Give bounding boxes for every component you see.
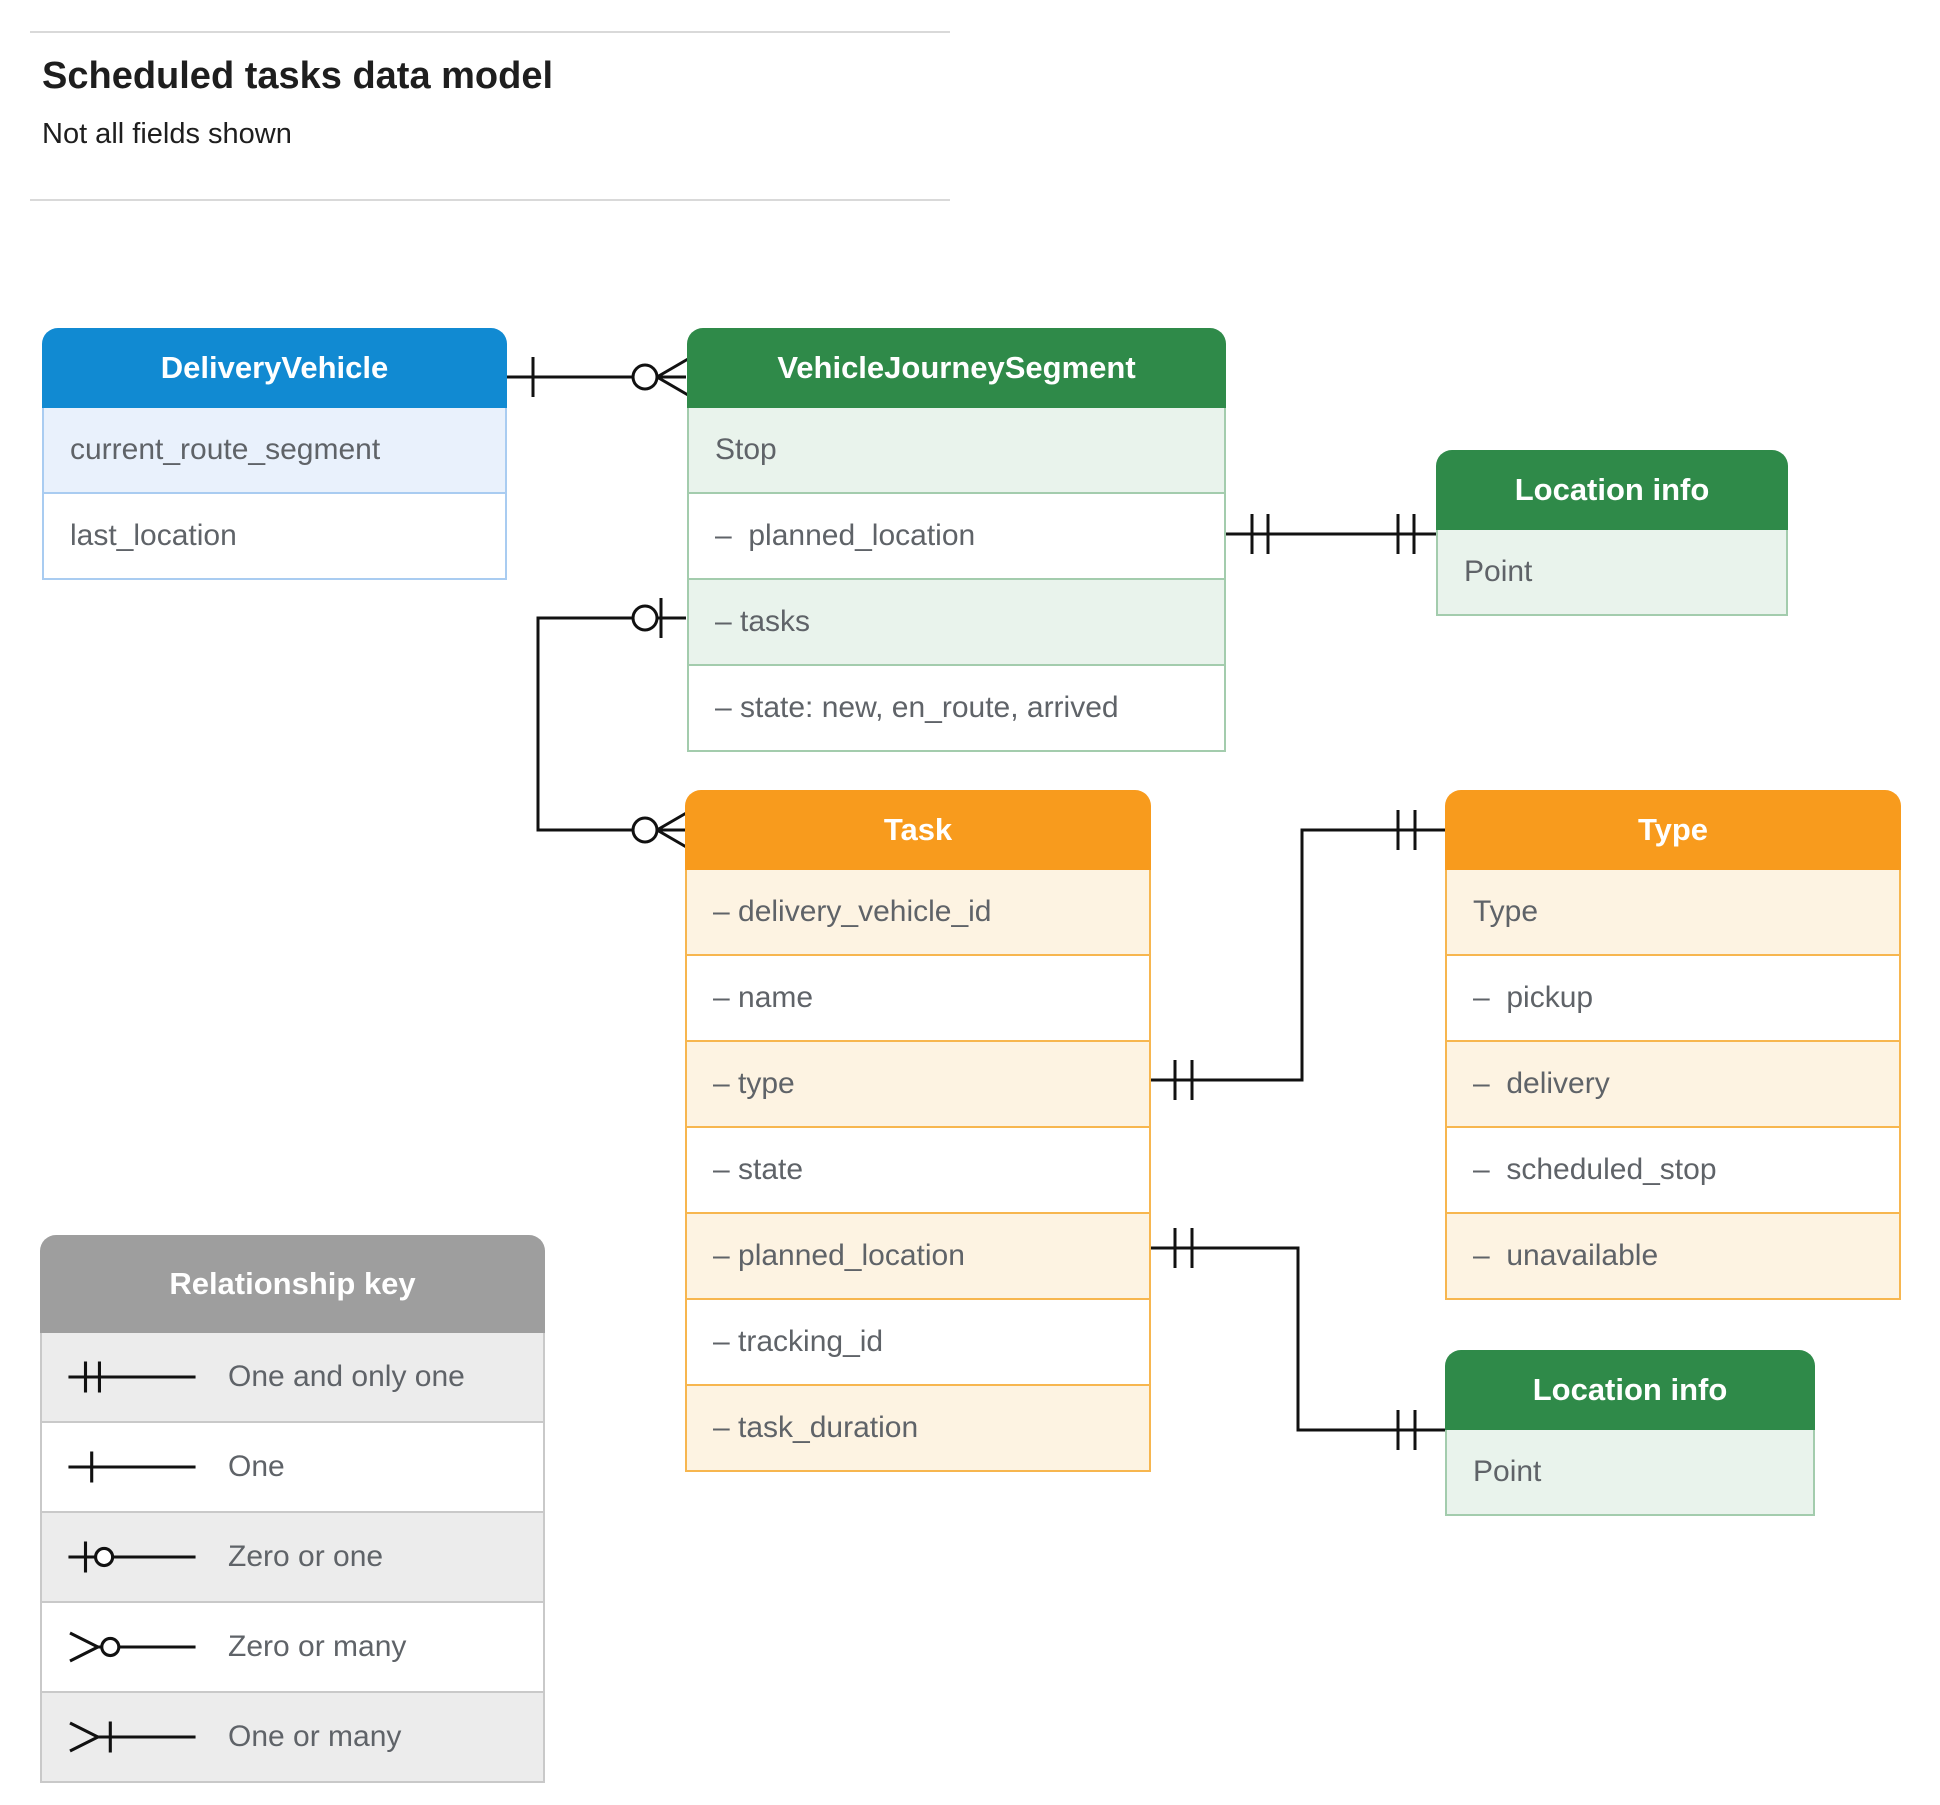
zero-or-many-symbol bbox=[69, 1631, 196, 1663]
entity-vehicle-journey-segment: VehicleJourneySegment Stop – planned_loc… bbox=[687, 328, 1226, 752]
entity-header-task: Task bbox=[685, 790, 1151, 870]
field-planned-location: – planned_location bbox=[689, 492, 1224, 578]
field-point-top: Point bbox=[1438, 530, 1786, 614]
legend-item-one: One bbox=[42, 1421, 543, 1511]
field-pickup: – pickup bbox=[1447, 954, 1899, 1040]
field-task-duration: – task_duration bbox=[687, 1384, 1149, 1470]
field-point-bottom: Point bbox=[1447, 1430, 1813, 1514]
entity-type: Type Type – pickup – delivery – schedule… bbox=[1445, 790, 1901, 1300]
legend-label: One or many bbox=[228, 1720, 402, 1753]
relationship-key-header: Relationship key bbox=[40, 1235, 545, 1333]
relationship-key: Relationship key One and only one One bbox=[40, 1235, 545, 1783]
one-symbol bbox=[68, 1451, 196, 1483]
entity-header-location-info-top: Location info bbox=[1436, 450, 1788, 530]
field-task-state: – state bbox=[687, 1126, 1149, 1212]
field-type-label: Type bbox=[1447, 870, 1899, 954]
one-and-only-one-symbol bbox=[68, 1361, 196, 1393]
field-tracking-id: – tracking_id bbox=[687, 1298, 1149, 1384]
field-task-planned-location: – planned_location bbox=[687, 1212, 1149, 1298]
field-delivery: – delivery bbox=[1447, 1040, 1899, 1126]
field-type: – type bbox=[687, 1040, 1149, 1126]
divider-bottom bbox=[30, 199, 950, 201]
connector-task-plannedlocation-locationinfo bbox=[1151, 1228, 1445, 1450]
entity-location-info-bottom: Location info Point bbox=[1445, 1350, 1815, 1516]
legend-label: Zero or one bbox=[228, 1540, 384, 1573]
connector-deliveryvehicle-vehiclejourneysegment bbox=[507, 357, 689, 397]
field-last-location: last_location bbox=[44, 492, 505, 578]
one-or-many-symbol bbox=[69, 1721, 196, 1753]
field-current-route-segment: current_route_segment bbox=[44, 408, 505, 492]
field-tasks: – tasks bbox=[689, 578, 1224, 664]
field-delivery-vehicle-id: – delivery_vehicle_id bbox=[687, 870, 1149, 954]
field-name: – name bbox=[687, 954, 1149, 1040]
legend-label: One and only one bbox=[228, 1360, 465, 1393]
page-subtitle: Not all fields shown bbox=[42, 118, 292, 150]
entity-header-vehicle-journey-segment: VehicleJourneySegment bbox=[687, 328, 1226, 408]
legend-item-zero-or-one: Zero or one bbox=[42, 1511, 543, 1601]
entity-header-delivery-vehicle: DeliveryVehicle bbox=[42, 328, 507, 408]
zero-or-one-symbol bbox=[68, 1541, 196, 1573]
legend-label: One bbox=[228, 1450, 285, 1483]
field-stop: Stop bbox=[689, 408, 1224, 492]
legend-label: Zero or many bbox=[228, 1630, 407, 1663]
field-scheduled-stop: – scheduled_stop bbox=[1447, 1126, 1899, 1212]
legend-item-one-or-many: One or many bbox=[42, 1691, 543, 1781]
connector-vjs-tasks-task bbox=[536, 598, 689, 850]
entity-header-location-info-bottom: Location info bbox=[1445, 1350, 1815, 1430]
entity-header-type: Type bbox=[1445, 790, 1901, 870]
field-unavailable: – unavailable bbox=[1447, 1212, 1899, 1298]
connector-vjs-plannedlocation-locationinfo bbox=[1226, 514, 1436, 554]
entity-task: Task – delivery_vehicle_id – name – type… bbox=[685, 790, 1151, 1472]
entity-location-info-top: Location info Point bbox=[1436, 450, 1788, 616]
legend-item-zero-or-many: Zero or many bbox=[42, 1601, 543, 1691]
connector-task-type-type bbox=[1151, 810, 1445, 1100]
legend-item-one-and-only-one: One and only one bbox=[42, 1333, 543, 1421]
divider-top bbox=[30, 31, 950, 33]
page-title: Scheduled tasks data model bbox=[42, 55, 554, 97]
entity-delivery-vehicle: DeliveryVehicle current_route_segment la… bbox=[42, 328, 507, 580]
field-state: – state: new, en_route, arrived bbox=[689, 664, 1224, 750]
